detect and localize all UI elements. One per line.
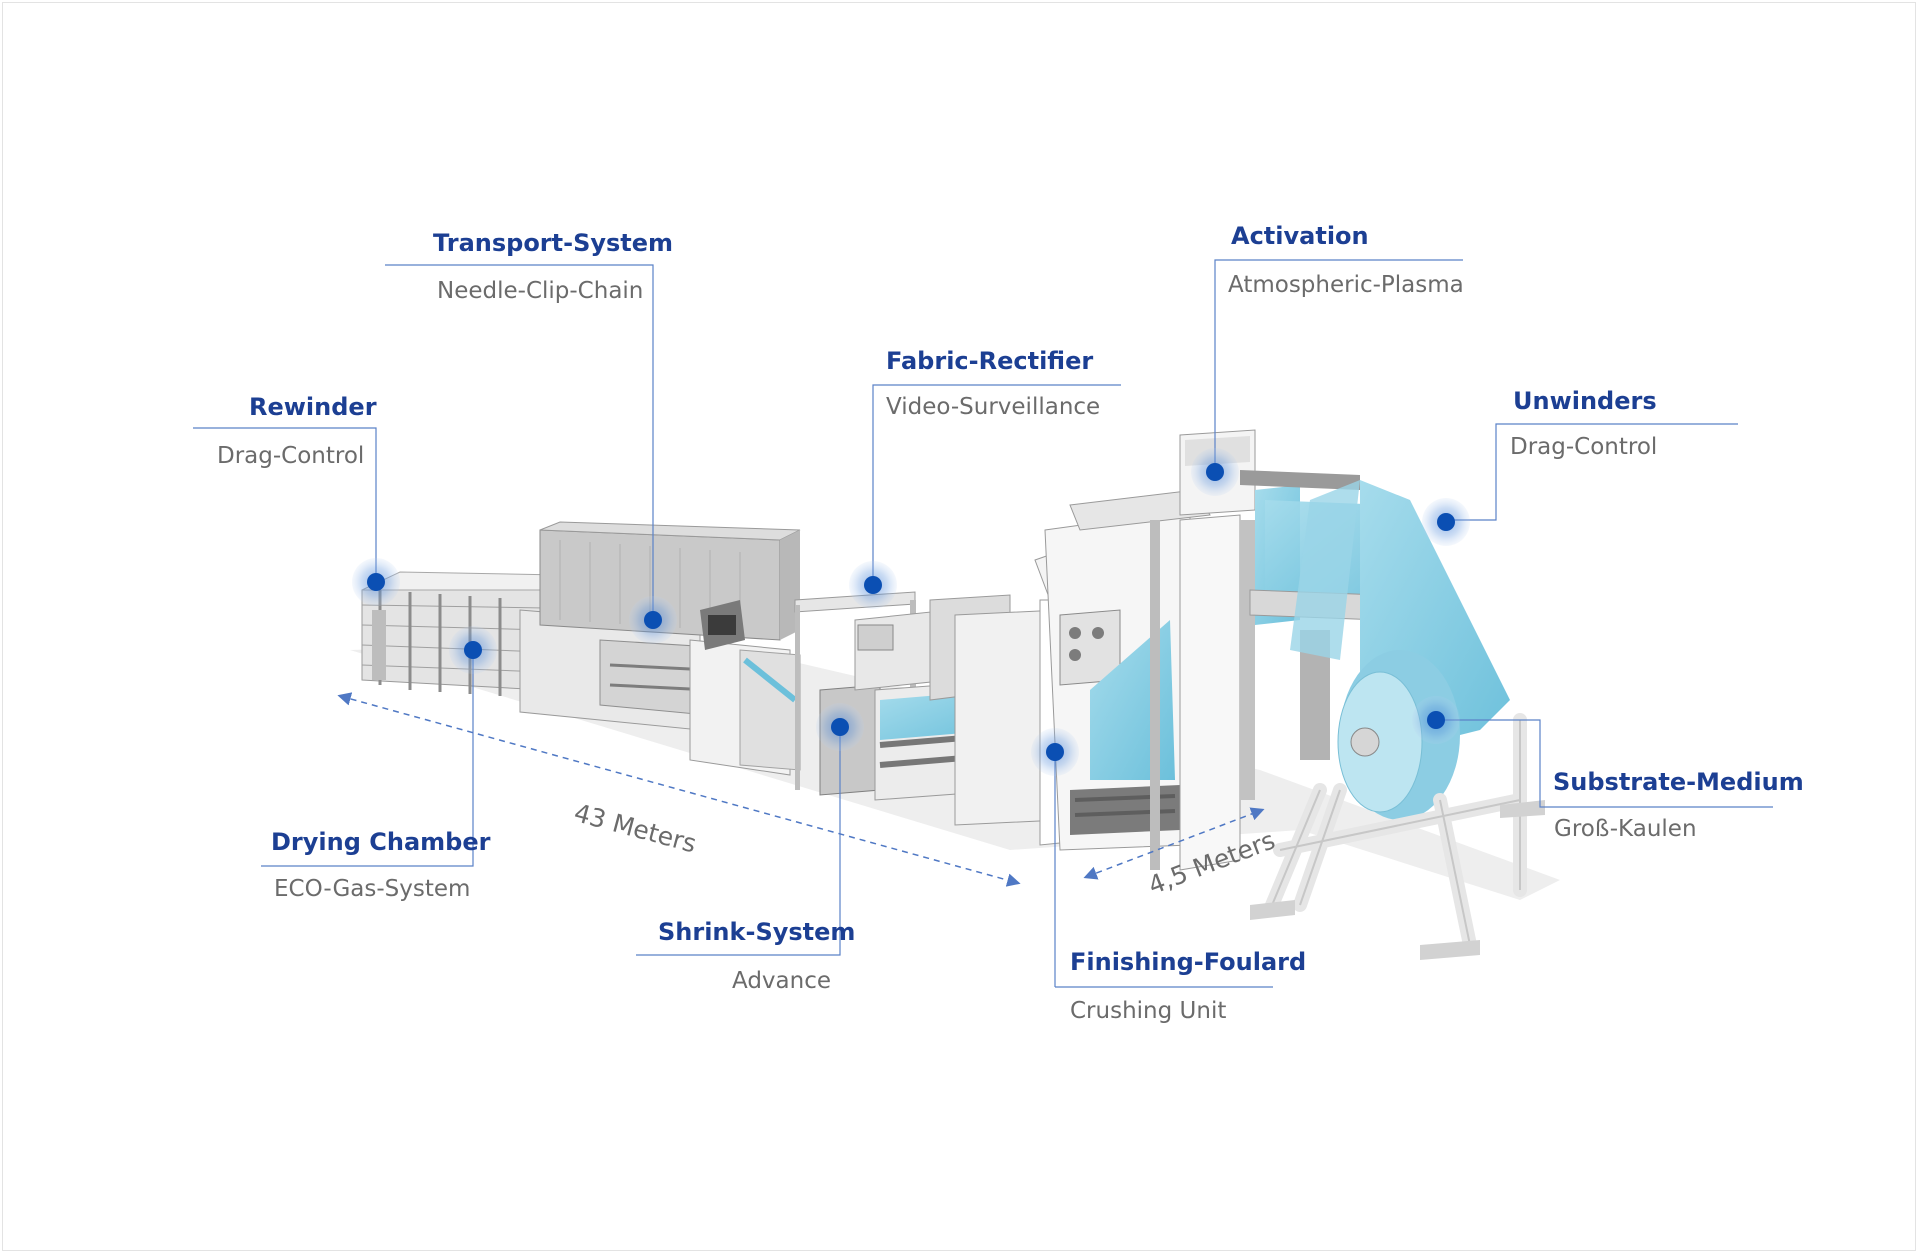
rectifier-subtitle: Video-Surveillance	[886, 394, 1101, 420]
transport-marker[interactable]	[629, 596, 677, 644]
unwinders-title: Unwinders	[1513, 387, 1657, 415]
shrink-subtitle: Advance	[732, 968, 832, 994]
activation-subtitle: Atmospheric-Plasma	[1228, 272, 1464, 298]
rectifier-title: Fabric-Rectifier	[886, 347, 1094, 375]
finishing-marker[interactable]	[1031, 728, 1079, 776]
rewinder-leader	[193, 427, 377, 582]
callout-lines	[193, 259, 1773, 988]
transport-leader	[385, 264, 654, 620]
drying-title: Drying Chamber	[271, 828, 491, 856]
activation-marker[interactable]	[1191, 448, 1239, 496]
drying-subtitle: ECO-Gas-System	[274, 876, 471, 902]
machine-illustration	[350, 429, 1560, 960]
substrate-subtitle: Groß-Kaulen	[1554, 816, 1697, 842]
rectifier-marker[interactable]	[849, 561, 897, 609]
unwinders-marker[interactable]	[1422, 498, 1470, 546]
unwinders-leader	[1446, 423, 1738, 521]
rewinder-marker[interactable]	[352, 558, 400, 606]
unwinder-unit	[1250, 480, 1545, 960]
substrate-leader	[1436, 719, 1773, 808]
hotspot-markers	[352, 448, 1470, 776]
rectifier-leader	[872, 384, 1121, 585]
substrate-title: Substrate-Medium	[1553, 768, 1804, 796]
unwinders-subtitle: Drag-Control	[1510, 434, 1658, 460]
substrate-marker[interactable]	[1412, 696, 1460, 744]
width-arrow	[1083, 807, 1265, 880]
activation-leader	[1214, 259, 1463, 472]
rewinder-unit	[361, 571, 562, 696]
finishing-subtitle: Crushing Unit	[1070, 998, 1227, 1024]
shrink-title: Shrink-System	[658, 918, 856, 946]
shrink-marker[interactable]	[816, 703, 864, 751]
activation-title: Activation	[1231, 222, 1369, 250]
transport-subtitle: Needle-Clip-Chain	[437, 278, 644, 304]
rewinder-subtitle: Drag-Control	[217, 443, 365, 469]
rewinder-title: Rewinder	[249, 393, 377, 421]
activation-tower	[1069, 429, 1390, 871]
dimension-arrows	[337, 692, 1265, 887]
transport-title: Transport-System	[433, 229, 674, 257]
finishing-title: Finishing-Foulard	[1070, 948, 1307, 976]
drying-marker[interactable]	[449, 626, 497, 674]
length-arrow	[337, 692, 1021, 887]
